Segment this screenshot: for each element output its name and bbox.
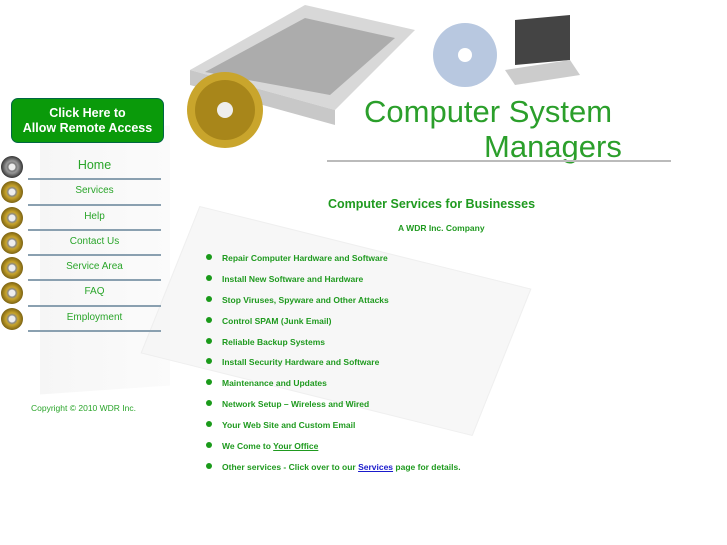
nav-item-services[interactable]: Services [0,180,165,206]
nav-divider [28,203,161,206]
cd-icon [1,257,23,280]
services-link[interactable]: Services [358,461,394,472]
list-item: Network Setup – Wireless and Wired [205,398,461,419]
list-item: Your Web Site and Custom Email [205,419,461,440]
your-office-link[interactable]: Your Office [273,441,319,452]
list-item: Maintenance and Updates [205,377,461,398]
nav-label: Services [75,185,114,197]
sidebar-nav: Home Services Help Contact Us Service Ar… [0,155,165,333]
title-divider [327,160,671,162]
other-prefix: Other services - Click over to our [222,461,359,472]
header-laptop-cd-image [187,5,580,148]
cd-icon [1,231,23,254]
office-prefix: We Come to [222,441,274,452]
company-tagline: A WDR Inc. Company [398,223,485,233]
list-item: Control SPAM (Junk Email) [205,315,461,336]
nav-divider [28,254,161,257]
nav-label: Service Area [66,261,123,273]
nav-item-contact-us[interactable]: Contact Us [0,231,165,257]
nav-divider [28,178,161,181]
list-item: Stop Viruses, Spyware and Other Attacks [205,294,461,315]
list-item: Install Security Hardware and Software [205,356,461,377]
nav-item-home[interactable]: Home [0,155,165,181]
nav-divider [28,279,161,282]
cd-icon [1,156,23,178]
nav-item-service-area[interactable]: Service Area [0,256,165,282]
nav-divider [28,304,161,307]
list-item: We Come to Your Office [205,440,461,461]
copyright: Copyright © 2010 WDR Inc. [31,403,136,413]
remote-button-line1: Click Here to [49,105,126,120]
list-item: Install New Software and Hardware [205,273,461,294]
services-list: Repair Computer Hardware and Software In… [205,252,461,482]
cd-icon [1,181,23,204]
site-title-line2: Managers [484,129,622,164]
remote-button-line2: Allow Remote Access [22,120,153,135]
nav-item-employment[interactable]: Employment [0,307,165,333]
nav-label: Help [84,210,105,222]
nav-label: FAQ [84,286,105,298]
list-item: Reliable Backup Systems [205,336,461,357]
site-title-line1: Computer System [364,94,613,129]
other-suffix: page for details. [393,461,461,472]
allow-remote-access-button[interactable]: Click Here to Allow Remote Access [11,98,164,143]
list-item: Repair Computer Hardware and Software [205,252,461,273]
nav-label: Employment [66,311,123,323]
cd-icon [1,282,23,305]
cd-icon [1,206,23,229]
cd-icon [1,307,23,330]
list-item: Other services - Click over to our Servi… [205,461,461,482]
page-heading: Computer Services for Businesses [328,197,536,211]
nav-divider [28,330,161,333]
nav-divider [28,228,161,231]
nav-item-help[interactable]: Help [0,206,165,231]
nav-item-faq[interactable]: FAQ [0,281,165,307]
nav-label: Contact Us [69,235,120,247]
nav-label: Home [77,158,112,172]
